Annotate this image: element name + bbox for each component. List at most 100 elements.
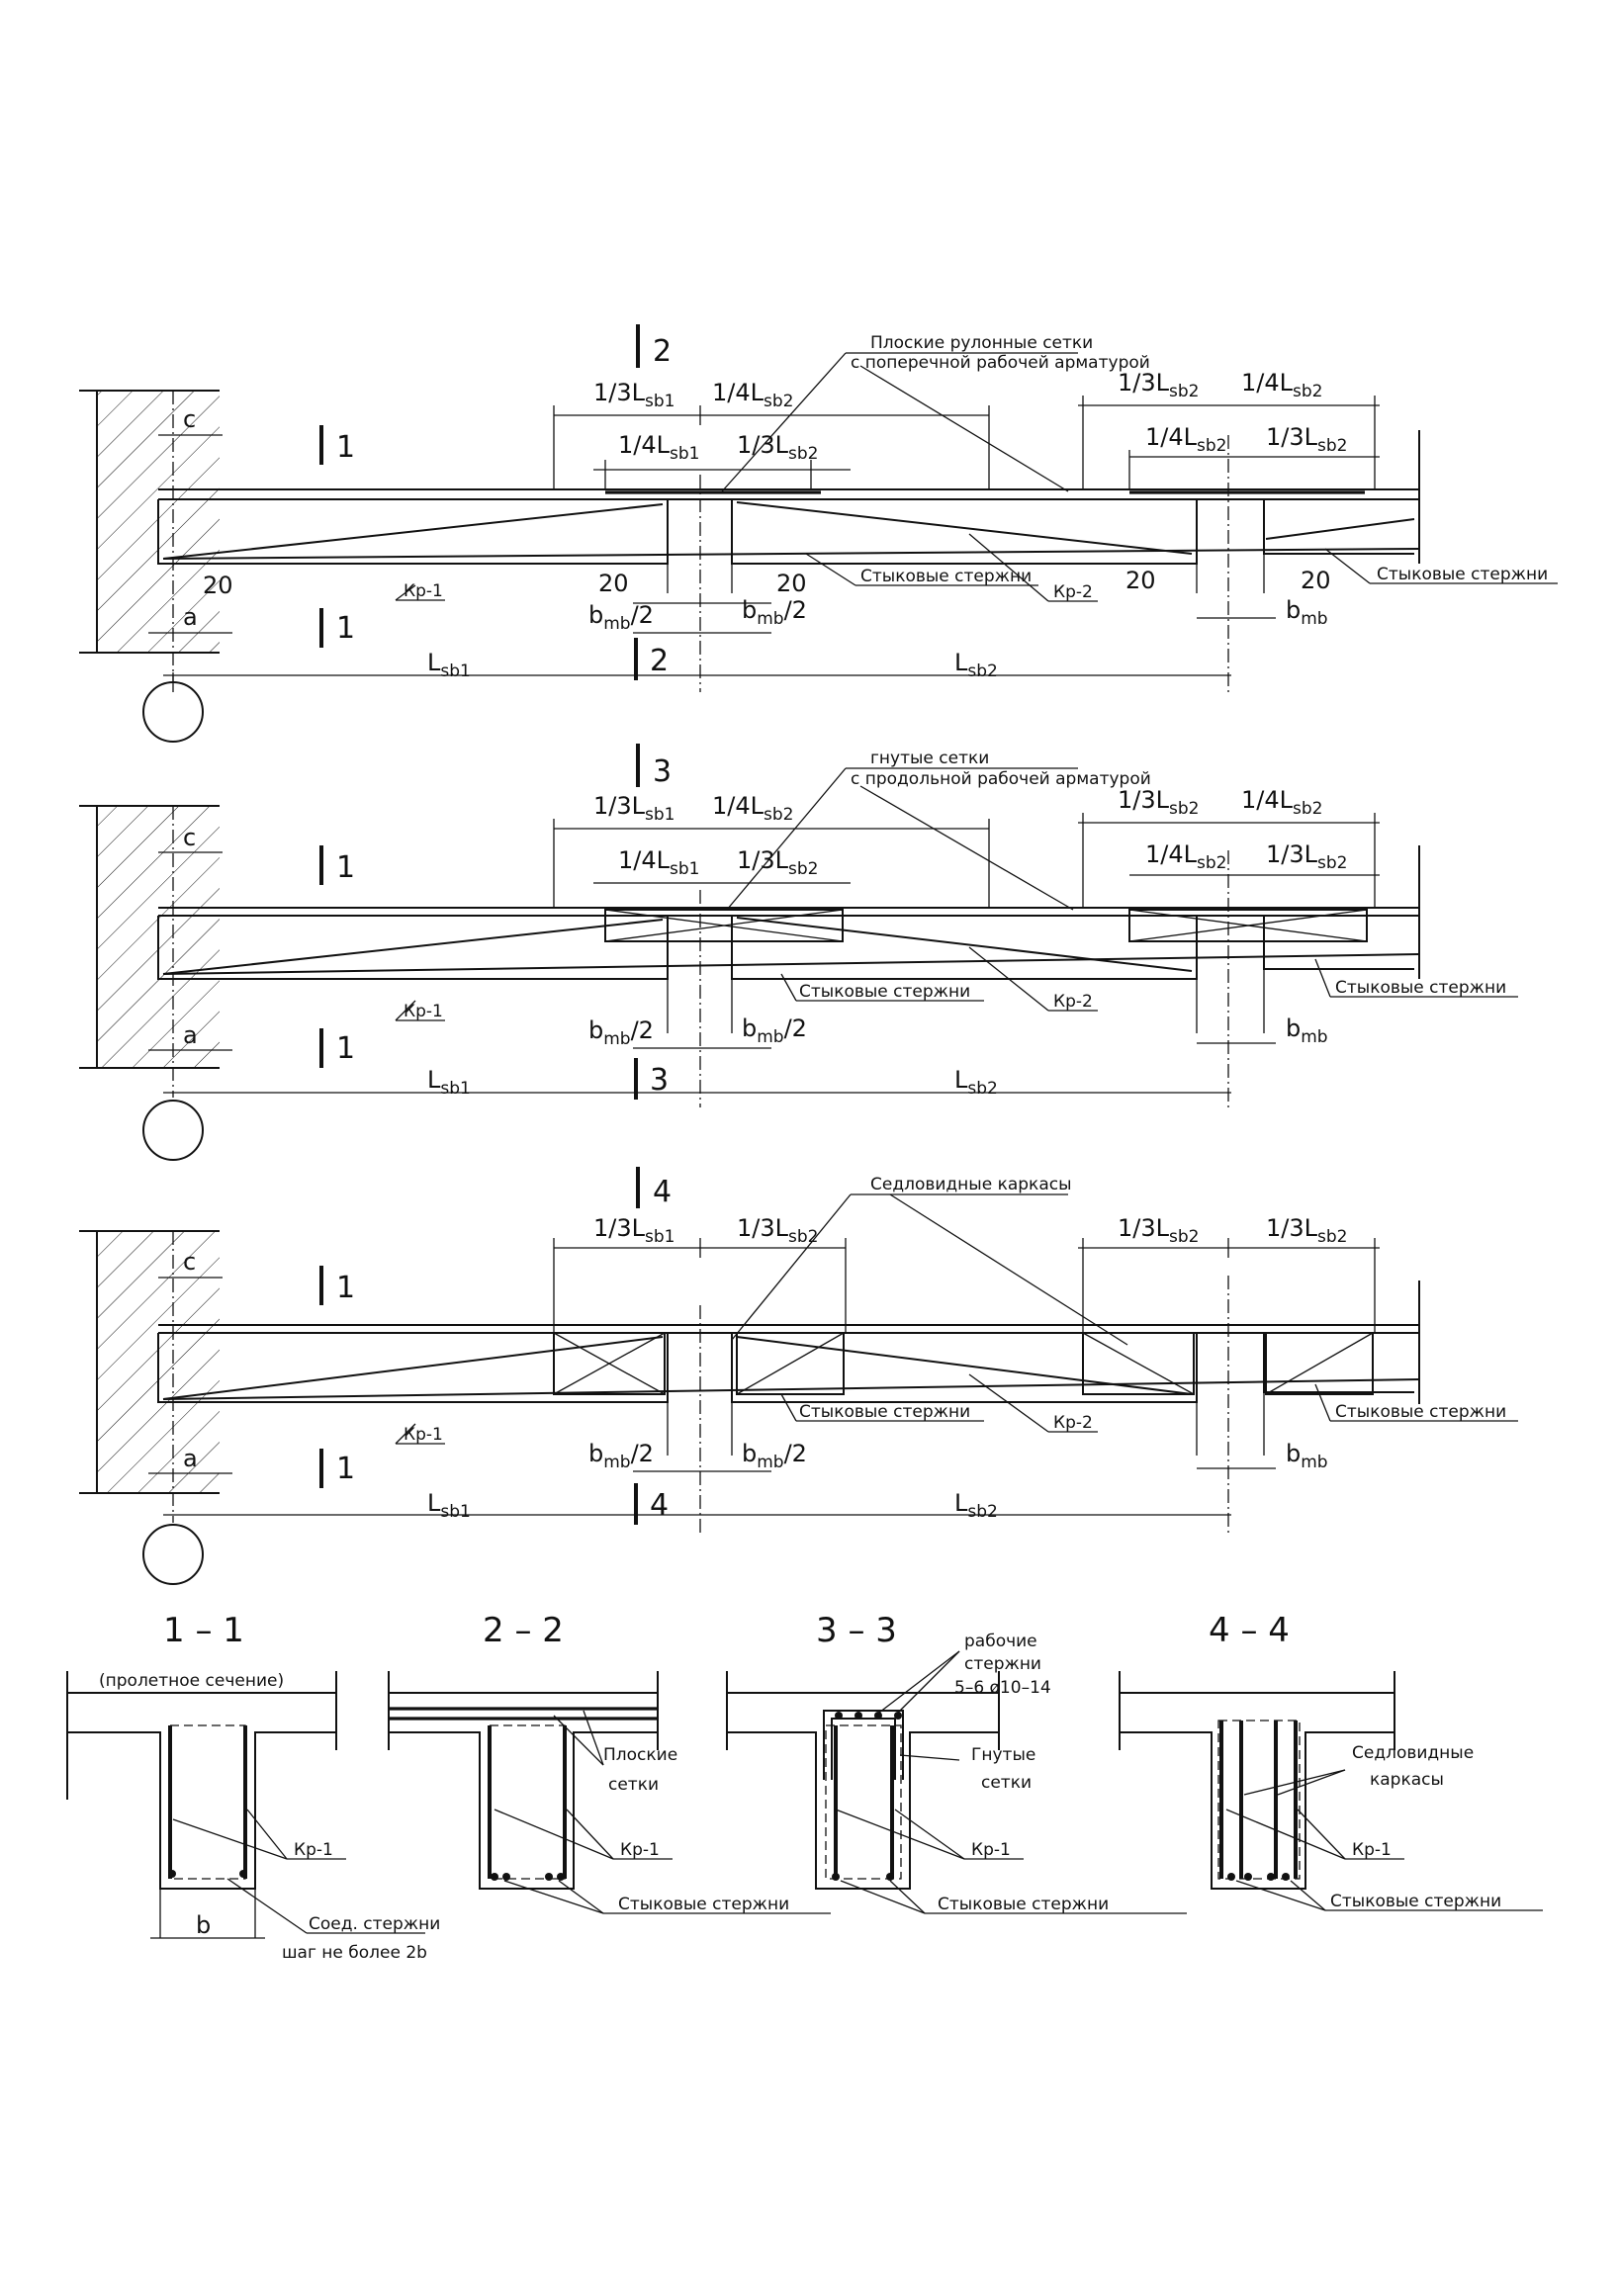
svg-text:20: 20: [776, 570, 807, 597]
section-1-1-dim-b: b: [196, 1911, 211, 1939]
stykovye-s33: Стыковые стержни: [938, 1895, 1109, 1914]
svg-text:Кр-1: Кр-1: [620, 1840, 660, 1860]
svg-text:1/3Lsb2: 1/3Lsb2: [1266, 1214, 1347, 1247]
kr2-label-2: Кр-2: [1053, 992, 1093, 1012]
svg-text:c: c: [183, 1248, 196, 1276]
svg-text:1/3Lsb2: 1/3Lsb2: [1266, 840, 1347, 873]
dim-third-sb2-right-inner: 1/3L: [1266, 423, 1318, 451]
stykovye-s44: Стыковые стержни: [1330, 1892, 1501, 1911]
section-2-2-title: 2 – 2: [483, 1611, 564, 1650]
svg-text:bmb/2: bmb/2: [742, 596, 807, 629]
cut-3-top: 3: [653, 754, 672, 789]
svg-text:1/3Lsb2: 1/3Lsb2: [1118, 1214, 1199, 1247]
svg-text:bmb/2: bmb/2: [588, 1016, 654, 1049]
kr1-label-1: Кр-1: [404, 581, 443, 601]
svg-text:Lsb1: Lsb1: [427, 1489, 471, 1522]
elevation-1: 1 1 2 2 1/3Lsb1 1/4Lsb2 1/4Lsb1 1/3Lsb2 …: [79, 324, 1558, 743]
svg-text:1/3Lsb1: 1/3Lsb1: [593, 1214, 675, 1247]
dim-quarter-sb2: 1/4L: [712, 379, 765, 406]
svg-text:1: 1: [336, 1271, 355, 1305]
cut-3-bottom: 3: [650, 1063, 669, 1098]
rabochie-line1: рабочие: [964, 1632, 1037, 1651]
ploskie-line2: сетки: [608, 1775, 659, 1795]
section-1-1-note: (пролетное сечение): [99, 1671, 284, 1691]
svg-text:c: c: [183, 824, 196, 851]
kr1-label-2: Кр-1: [404, 1002, 443, 1021]
svg-text:1: 1: [336, 1031, 355, 1066]
dim-quarter-sb2-right: 1/4L: [1241, 369, 1294, 397]
dim-20: 20: [203, 572, 233, 599]
svg-text:20: 20: [1301, 567, 1331, 594]
svg-text:Кр-1: Кр-1: [971, 1840, 1011, 1860]
svg-text:Кр-1: Кр-1: [294, 1840, 333, 1860]
svg-text:1/3Lsb2: 1/3Lsb2: [737, 1214, 818, 1247]
elevation-2: 1 1 3 3 1/3Lsb1 1/4Lsb2 1/4Lsb1 1/3Lsb2 …: [79, 744, 1518, 1161]
kr2-label-1: Кр-2: [1053, 582, 1093, 602]
svg-text:1/3Lsb1: 1/3Lsb1: [593, 379, 675, 411]
section-4-4-title: 4 – 4: [1209, 1611, 1290, 1650]
svg-text:1/4Lsb2: 1/4Lsb2: [712, 379, 793, 411]
svg-text:1/4Lsb2: 1/4Lsb2: [1241, 369, 1322, 401]
rabochie-line3: 5–6 ø10–14: [954, 1678, 1051, 1698]
dim-a: a: [183, 603, 198, 631]
cut-1-top: 1: [336, 430, 355, 465]
svg-text:1/4Lsb2: 1/4Lsb2: [712, 792, 793, 825]
svg-text:20: 20: [598, 570, 629, 597]
svg-text:bmb/2: bmb/2: [588, 1440, 654, 1472]
dim-quarter-sb2-right-inner: 1/4L: [1145, 423, 1198, 451]
svg-text:bmb/2: bmb/2: [742, 1015, 807, 1047]
svg-text:20: 20: [1125, 567, 1156, 594]
section-1-1: 1 – 1 (пролетное сечение) b Кр-1 Соед. с…: [66, 1611, 440, 1963]
kr1-label-3: Кр-1: [404, 1425, 443, 1445]
section-4-4: 4 – 4 Седловидные каркасы Кр-1 Стыковые …: [1119, 1611, 1543, 1911]
svg-text:1/3Lsb2: 1/3Lsb2: [1118, 786, 1199, 819]
gnutye-s33-line1: Гнутые: [971, 1745, 1035, 1765]
svg-text:Lsb1: Lsb1: [427, 1066, 471, 1099]
sedlovidnye-label: Седловидные каркасы: [870, 1175, 1072, 1194]
ploskie-rulonnye-line1: Плоские рулонные сетки: [870, 333, 1093, 353]
cut-4-top: 4: [653, 1175, 672, 1209]
dim-c: c: [183, 405, 196, 433]
stykovye-label-3a: Стыковые стержни: [799, 1402, 970, 1422]
dim-third-sb1: 1/3L: [593, 379, 646, 406]
sedlo-line1: Седловидные: [1352, 1743, 1474, 1763]
svg-text:Кр-1: Кр-1: [1352, 1840, 1392, 1860]
gnutye-line1: гнутые сетки: [870, 749, 989, 768]
stykovye-label-1a: Стыковые стержни: [860, 567, 1032, 586]
dim-bmb-right: b: [1286, 596, 1301, 624]
svg-text:1/4Lsb2: 1/4Lsb2: [1241, 786, 1322, 819]
rabochie-line2: стержни: [964, 1654, 1041, 1674]
svg-text:bmb/2: bmb/2: [742, 1440, 807, 1472]
svg-text:1/4Lsb1: 1/4Lsb1: [618, 431, 699, 464]
section-1-1-title: 1 – 1: [163, 1611, 244, 1650]
svg-text:Lsb2: Lsb2: [954, 1066, 998, 1099]
svg-text:1: 1: [336, 1452, 355, 1486]
sedlo-line2: каркасы: [1370, 1770, 1444, 1790]
dim-L-sb2: L: [954, 649, 968, 676]
stykovye-label-2a: Стыковые стержни: [799, 982, 970, 1002]
svg-text:bmb: bmb: [1286, 1015, 1328, 1047]
svg-text:1/4Lsb2: 1/4Lsb2: [1145, 423, 1226, 456]
cut-4-bottom: 4: [650, 1488, 669, 1523]
section-3-3-title: 3 – 3: [816, 1611, 897, 1650]
cut-2-bottom: 2: [650, 644, 669, 678]
gnutye-s33-line2: сетки: [981, 1773, 1032, 1793]
stykovye-s22: Стыковые стержни: [618, 1895, 789, 1914]
elevation-3: 1 1 4 4 1/3Lsb1 1/3Lsb2 1/3Lsb2 1/3Lsb2 …: [79, 1167, 1518, 1585]
svg-text:Lsb2: Lsb2: [954, 1489, 998, 1522]
svg-text:bmb/2: bmb/2: [588, 601, 654, 634]
dim-quarter-sb1-inner: 1/4L: [618, 431, 671, 459]
svg-text:1/4Lsb1: 1/4Lsb1: [618, 846, 699, 879]
svg-text:1/3Lsb2: 1/3Lsb2: [737, 846, 818, 879]
svg-text:a: a: [183, 1445, 198, 1472]
svg-text:bmb: bmb: [1286, 1440, 1328, 1472]
section-2-2: 2 – 2 Плоские сетки Кр-1 Стыковые стержн…: [388, 1611, 831, 1914]
ploskie-rulonnye-line2: с поперечной рабочей арматурой: [851, 353, 1150, 373]
svg-text:1: 1: [336, 850, 355, 885]
svg-text:Lsb2: Lsb2: [954, 649, 998, 681]
svg-text:1/3Lsb2: 1/3Lsb2: [737, 431, 818, 464]
section-3-3: 3 – 3 рабочие стержни 5–6 ø10–14 Гнутые …: [726, 1611, 1187, 1914]
kr2-label-3: Кр-2: [1053, 1413, 1093, 1433]
